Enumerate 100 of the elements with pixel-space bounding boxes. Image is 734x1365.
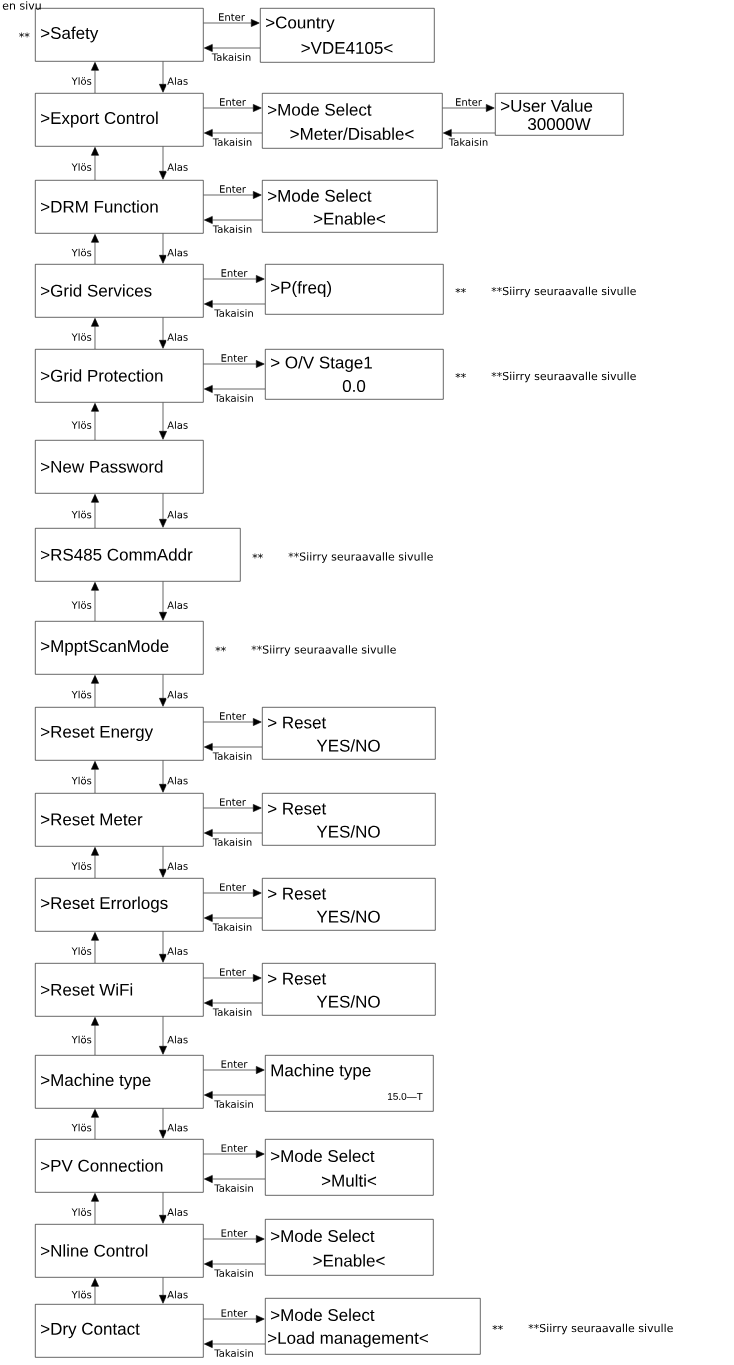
arrow xyxy=(204,1340,266,1348)
menu-box: >RS485 CommAddr xyxy=(35,528,241,582)
edge-label: Enter xyxy=(219,1143,249,1153)
arrow xyxy=(204,216,263,224)
edge-label: Ylös xyxy=(70,247,93,258)
edge-label: Alas xyxy=(166,689,190,700)
menu-box: >Grid Protection xyxy=(35,349,204,403)
arrow xyxy=(159,61,167,93)
arrow xyxy=(204,914,263,922)
arrow xyxy=(91,847,99,879)
edge-label: Ylös xyxy=(70,689,93,700)
menu-box: >Mode Select >Meter/Disable< xyxy=(262,93,443,149)
arrow xyxy=(204,1091,266,1099)
arrow xyxy=(91,1193,99,1225)
arrow xyxy=(204,1260,266,1268)
arrow xyxy=(203,1150,265,1158)
note-text: **Siirry seuraavalle sivulle xyxy=(528,1323,673,1335)
arrow xyxy=(91,62,99,94)
note-text: ** xyxy=(492,1324,503,1330)
edge-label: Alas xyxy=(166,1207,190,1217)
edge-label: Enter xyxy=(218,184,247,194)
arrow xyxy=(204,300,266,308)
note-text: ** xyxy=(455,287,466,293)
edge-label: Takaisin xyxy=(213,308,255,318)
arrow xyxy=(91,318,99,350)
edge-label: Alas xyxy=(166,247,190,258)
menu-box: > O/V Stage1 0.0 xyxy=(265,349,444,400)
menu-box: >PV Connection xyxy=(35,1139,204,1193)
menu-box: >Reset Meter xyxy=(35,793,204,847)
note-text: ** xyxy=(19,32,30,38)
arrow xyxy=(91,234,99,265)
edge-label: Takaisin xyxy=(447,137,490,147)
menu-box: >Grid Services xyxy=(35,264,204,318)
arrow xyxy=(203,1315,265,1323)
edge-label: Ylös xyxy=(70,600,93,610)
arrow xyxy=(91,932,99,964)
menu-box: Machine type 15.0—T xyxy=(265,1055,434,1112)
menu-box: > Reset YES/NO xyxy=(262,963,436,1016)
edge-label: Ylös xyxy=(70,420,93,430)
menu-box: >Reset Errorlogs xyxy=(35,878,204,932)
arrow xyxy=(159,931,167,963)
arrow xyxy=(159,493,167,528)
edge-label: Ylös xyxy=(70,76,93,86)
edge-label: Ylös xyxy=(70,1034,93,1045)
edge-label: Alas xyxy=(166,775,190,786)
menu-box: >DRM Function xyxy=(35,180,204,234)
edge-label: Ylös xyxy=(70,509,93,520)
edge-label: Alas xyxy=(166,76,190,86)
menu-box: > Reset YES/NO xyxy=(262,878,436,931)
edge-label: Enter xyxy=(219,353,249,363)
arrow xyxy=(91,1278,99,1305)
arrow xyxy=(203,19,260,27)
menu-box: > Reset YES/NO xyxy=(262,793,436,846)
note-text: **Siirry seuraavalle sivulle xyxy=(491,286,636,298)
menu-box: >Machine type xyxy=(35,1055,204,1109)
menu-box: >Reset Energy xyxy=(35,707,204,761)
edge-label: Enter xyxy=(219,268,249,278)
note-text: ** xyxy=(455,372,466,378)
arrow xyxy=(204,129,263,137)
arrow xyxy=(159,1108,167,1139)
page-text: en sivu xyxy=(2,1,41,10)
arrow xyxy=(159,674,167,707)
edge-label: Ylös xyxy=(70,946,93,956)
arrow xyxy=(204,385,266,393)
edge-label: Alas xyxy=(166,946,190,956)
arrow xyxy=(159,402,167,440)
arrow xyxy=(204,999,263,1007)
menu-box: >Mode Select >Multi< xyxy=(265,1139,434,1196)
edge-label: Enter xyxy=(219,1228,249,1238)
menu-box: >Country >VDE4105< xyxy=(260,8,435,63)
arrow xyxy=(204,44,261,52)
edge-label: Alas xyxy=(166,509,190,520)
arrow xyxy=(91,147,99,181)
edge-label: Enter xyxy=(218,97,247,107)
arrow xyxy=(204,743,263,751)
edge-label: Enter xyxy=(217,12,246,22)
arrow xyxy=(203,1066,265,1074)
arrow xyxy=(91,675,99,708)
arrow xyxy=(442,104,495,112)
edge-label: Takaisin xyxy=(211,922,254,932)
note-text: **Siirry seuraavalle sivulle xyxy=(251,645,396,656)
arrow xyxy=(203,275,265,283)
edge-label: Takaisin xyxy=(213,1183,255,1193)
menu-box: >MpptScanMode xyxy=(35,621,204,675)
arrow xyxy=(91,761,99,794)
arrow xyxy=(159,846,167,878)
edge-label: Alas xyxy=(166,861,190,871)
edge-label: Takaisin xyxy=(213,1099,255,1109)
edge-label: Alas xyxy=(166,1034,190,1045)
arrow xyxy=(159,1277,167,1304)
edge-label: Ylös xyxy=(70,332,93,342)
arrow xyxy=(203,191,262,199)
edge-label: Takaisin xyxy=(211,751,254,761)
edge-label: Alas xyxy=(166,1122,190,1133)
arrow xyxy=(159,1192,167,1224)
arrow xyxy=(159,1016,167,1055)
edge-label: Alas xyxy=(166,332,190,342)
arrow xyxy=(91,403,99,441)
menu-box: >Mode Select >Enable< xyxy=(262,180,438,233)
menu-box: >Reset WiFi xyxy=(35,963,204,1017)
